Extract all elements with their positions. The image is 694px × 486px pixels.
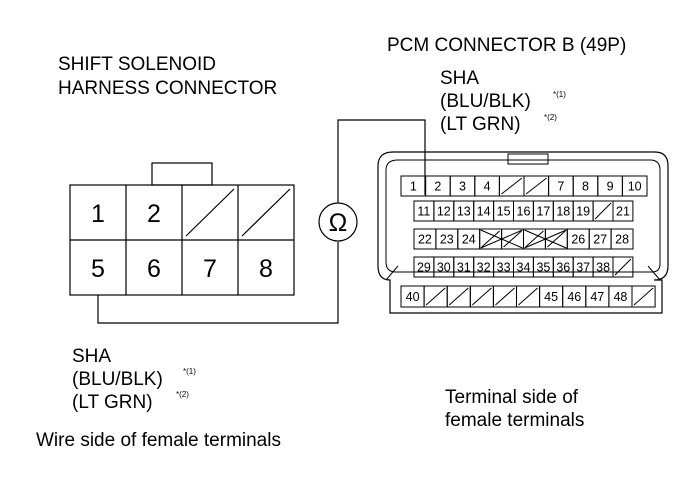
terminal-label: 28 bbox=[615, 233, 629, 247]
terminal-label: 22 bbox=[418, 233, 432, 247]
blank-cavity-slash bbox=[185, 188, 235, 237]
terminal-label: 34 bbox=[517, 261, 531, 275]
terminal-label: 40 bbox=[406, 290, 420, 304]
terminal-label: 36 bbox=[556, 261, 570, 275]
blank-terminal-slash bbox=[501, 177, 523, 195]
terminal-label: 12 bbox=[437, 205, 451, 219]
terminal-cell bbox=[631, 285, 656, 308]
terminal-label: 45 bbox=[544, 290, 558, 304]
left-wire-name: SHA bbox=[72, 346, 111, 367]
blank-terminal-slash bbox=[525, 177, 547, 195]
blank-terminal-slash bbox=[614, 258, 632, 276]
terminal-label: 1 bbox=[410, 180, 417, 194]
connector-key-tab bbox=[151, 162, 213, 186]
blank-cavity-slash bbox=[241, 188, 291, 237]
left-wire-color1: (BLU/BLK) bbox=[72, 369, 163, 390]
lead-wire-top bbox=[337, 119, 426, 203]
terminal-label: 38 bbox=[596, 261, 610, 275]
terminal-label: 7 bbox=[557, 180, 564, 194]
terminal-label: 3 bbox=[459, 180, 466, 194]
pcm-latch bbox=[507, 153, 549, 165]
terminal-label: 29 bbox=[417, 261, 431, 275]
terminal-label: 24 bbox=[462, 233, 476, 247]
left-wire-mark2: *(2) bbox=[176, 390, 189, 399]
right-caption-line2: female terminals bbox=[445, 410, 584, 431]
blank-terminal-slash bbox=[425, 287, 446, 306]
terminal-label: 10 bbox=[628, 180, 642, 194]
terminal-label: 31 bbox=[457, 261, 471, 275]
terminal-label: 4 bbox=[484, 180, 491, 194]
terminal-label: 32 bbox=[477, 261, 491, 275]
terminal-label: 27 bbox=[593, 233, 607, 247]
pin-label: 6 bbox=[147, 255, 161, 283]
pcm-connector-title: PCM CONNECTOR B (49P) bbox=[387, 35, 626, 56]
terminal-label: 2 bbox=[434, 180, 441, 194]
test-leads: Ω bbox=[97, 119, 426, 324]
housing-detail bbox=[385, 265, 399, 281]
lead-wire-bottom bbox=[97, 242, 339, 324]
housing-detail bbox=[647, 265, 661, 281]
right-caption-line1: Terminal side of bbox=[445, 387, 579, 408]
blank-terminal-slash bbox=[503, 230, 522, 248]
blank-terminal-slash bbox=[594, 202, 612, 220]
blank-terminal-slash bbox=[448, 287, 469, 306]
terminal-label: 19 bbox=[576, 205, 590, 219]
terminal-label: 17 bbox=[536, 205, 550, 219]
terminal-label: 37 bbox=[576, 261, 590, 275]
terminal-cell bbox=[621, 175, 648, 197]
cross-mark bbox=[524, 229, 567, 249]
blank-terminal-slash bbox=[495, 287, 515, 306]
pcm-housing-inner bbox=[385, 159, 661, 273]
terminal-label: 23 bbox=[440, 233, 454, 247]
left-connector-caption: Wire side of female terminals bbox=[36, 430, 281, 451]
left-connector-title-line2: HARNESS CONNECTOR bbox=[58, 78, 277, 99]
terminal-label: 18 bbox=[556, 205, 570, 219]
pcm-housing-outer bbox=[377, 151, 669, 314]
ohmmeter bbox=[318, 202, 358, 242]
left-wire-mark1: *(1) bbox=[183, 367, 196, 376]
terminal-label: 46 bbox=[567, 290, 581, 304]
pin-label: 1 bbox=[91, 200, 105, 228]
right-wire-color1: (BLU/BLK) bbox=[440, 91, 531, 112]
blank-terminal-slash bbox=[633, 287, 654, 306]
pin-label: 2 bbox=[147, 200, 161, 228]
terminal-label: 16 bbox=[517, 205, 531, 219]
pin-label: 5 bbox=[91, 255, 105, 283]
terminal-label: 35 bbox=[536, 261, 550, 275]
terminal-label: 13 bbox=[457, 205, 471, 219]
terminal-label: 11 bbox=[417, 205, 430, 219]
terminal-label: 21 bbox=[616, 205, 630, 219]
shift-solenoid-connector: SHIFT SOLENOID HARNESS CONNECTOR 1 2 5 6… bbox=[36, 54, 295, 451]
terminal-label: 48 bbox=[613, 290, 627, 304]
pcm-connector-b: PCM CONNECTOR B (49P) SHA (BLU/BLK) *(1)… bbox=[377, 35, 669, 431]
terminal-label: 8 bbox=[582, 180, 589, 194]
terminal-label: 26 bbox=[571, 233, 585, 247]
blank-terminal-slash bbox=[525, 230, 544, 248]
terminal-cell bbox=[612, 200, 634, 222]
terminal-label: 47 bbox=[590, 290, 604, 304]
pin-label: 8 bbox=[259, 255, 273, 283]
left-wire-color2: (LT GRN) bbox=[72, 392, 153, 413]
terminal-cell bbox=[610, 228, 634, 250]
blank-terminal-slash bbox=[471, 287, 492, 306]
terminal-label: 9 bbox=[607, 180, 614, 194]
terminal-label: 33 bbox=[497, 261, 511, 275]
terminal-label: 14 bbox=[477, 205, 491, 219]
terminal-label: 15 bbox=[497, 205, 511, 219]
blank-terminal-slash bbox=[547, 230, 566, 248]
ohm-icon: Ω bbox=[329, 209, 348, 237]
terminal-cell bbox=[612, 256, 634, 278]
terminal-label: 30 bbox=[437, 261, 451, 275]
blank-terminal-slash bbox=[518, 287, 538, 306]
right-wire-mark2: *(2) bbox=[544, 113, 557, 122]
right-wire-name: SHA bbox=[440, 68, 479, 89]
pin-label: 7 bbox=[203, 255, 217, 283]
right-wire-color2: (LT GRN) bbox=[440, 114, 521, 135]
blank-terminal-slash bbox=[481, 230, 500, 248]
left-connector-title-line1: SHIFT SOLENOID bbox=[58, 54, 216, 75]
right-wire-mark1: *(1) bbox=[553, 90, 566, 99]
cross-mark bbox=[480, 229, 523, 249]
